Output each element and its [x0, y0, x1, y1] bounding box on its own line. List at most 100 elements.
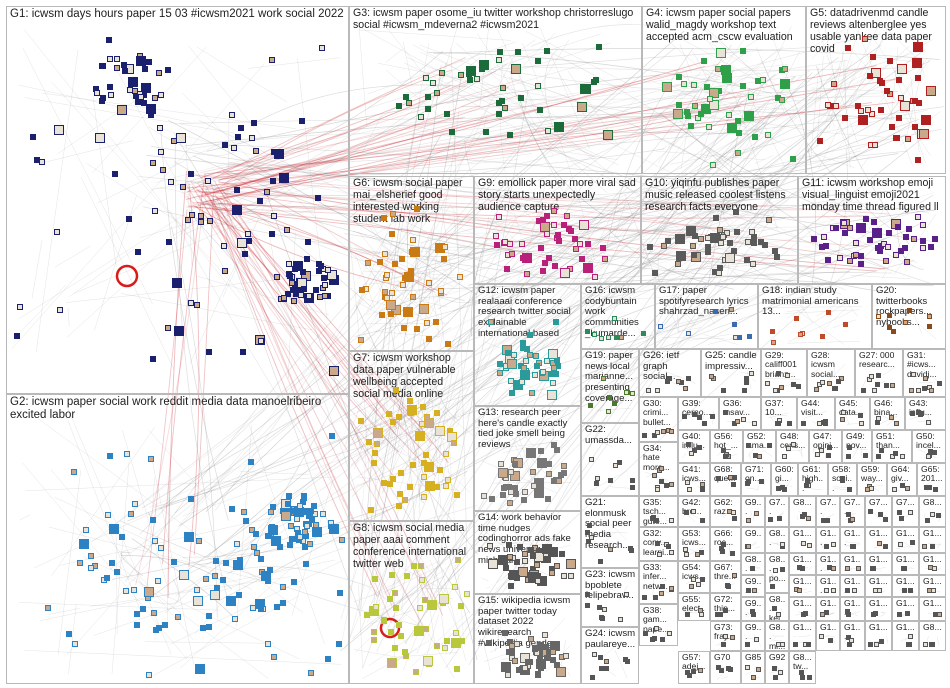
vertex-node: [765, 216, 772, 223]
vertex-node: [725, 112, 732, 119]
vertex-node: [720, 641, 726, 647]
vertex-node: [735, 117, 742, 124]
vertex-node: [898, 248, 904, 254]
vertex-node: [814, 451, 820, 457]
intra-group-edge: [476, 33, 541, 133]
vertex-node: [836, 255, 843, 262]
hub-edge: [209, 182, 393, 607]
vertex-node: [743, 375, 749, 381]
vertex-node: [93, 89, 100, 96]
vertex-node: [211, 573, 218, 580]
edge: [339, 410, 367, 651]
group-label: G60: gi...: [775, 464, 794, 484]
vertex-node: [433, 642, 440, 649]
vertex-node: [726, 508, 732, 514]
vertex-node: [857, 114, 868, 125]
vertex-node: [715, 476, 721, 482]
vertex-node: [505, 671, 511, 678]
vertex-node: [109, 559, 116, 566]
intra-group-edge: [810, 87, 899, 93]
vertex-node: [157, 148, 164, 155]
vertex-node: [844, 588, 850, 593]
edge: [119, 520, 426, 628]
vertex-node: [372, 604, 379, 610]
vertex-node: [518, 94, 524, 101]
vertex-node: [220, 242, 227, 249]
vertex-node: [589, 675, 595, 680]
edge: [348, 234, 376, 609]
edge: [447, 417, 465, 647]
vertex-node: [423, 461, 434, 472]
intra-group-edge: [674, 193, 715, 233]
intra-group-edge: [687, 198, 729, 222]
vertex-node: [165, 239, 172, 246]
vertex-node: [643, 631, 649, 637]
vertex-node: [847, 224, 854, 231]
edge: [190, 149, 517, 511]
vertex-node: [159, 166, 166, 173]
vertex-node: [595, 476, 601, 482]
vertex-node: [652, 270, 659, 277]
vertex-node: [884, 88, 891, 95]
vertex-node: [685, 442, 691, 448]
vertex-node: [66, 631, 72, 638]
group-label: G9: emollick paper more viral sad story …: [478, 177, 636, 213]
group-label: G17: paper spotifyresearch lyrics shahrz…: [659, 285, 749, 318]
vertex-node: [736, 130, 743, 137]
vertex-node: [886, 313, 892, 319]
vertex-node: [932, 235, 939, 242]
vertex-node: [271, 536, 282, 546]
vertex-node: [781, 66, 788, 73]
edge: [369, 73, 463, 585]
vertex-node: [824, 588, 830, 593]
vertex-node: [113, 569, 120, 576]
vertex-node: [150, 355, 157, 362]
intra-group-edge: [685, 229, 745, 271]
vertex-node: [726, 240, 733, 246]
vertex-node: [558, 551, 565, 558]
group-label: G1...: [869, 622, 888, 632]
intra-group-edge: [697, 20, 795, 109]
intra-group-edge: [226, 118, 230, 252]
intra-group-edge: [539, 27, 590, 149]
vertex-node: [425, 105, 431, 112]
vertex-node: [535, 82, 542, 89]
vertex-node: [237, 237, 248, 248]
vertex-node: [876, 372, 882, 378]
group-label: G52: ama...: [747, 431, 771, 451]
edge: [141, 327, 452, 509]
vertex-node: [669, 549, 674, 555]
vertex-node: [251, 120, 258, 127]
vertex-node: [432, 319, 439, 326]
vertex-node: [795, 384, 801, 390]
intra-group-edge: [910, 77, 920, 153]
vertex-node: [879, 638, 885, 644]
vertex-node: [802, 611, 808, 617]
intra-group-edge: [358, 21, 368, 127]
vertex-node: [325, 656, 332, 663]
edge: [761, 60, 890, 229]
group-box-g55: G55: elect...: [678, 593, 710, 621]
vertex-node: [842, 230, 849, 237]
vertex-node: [281, 510, 292, 521]
vertex-node: [546, 460, 552, 467]
vertex-node: [196, 537, 203, 544]
vertex-node: [296, 503, 303, 509]
vertex-node: [210, 590, 221, 600]
vertex-node: [871, 612, 877, 617]
edge: [162, 128, 718, 284]
edge: [246, 208, 407, 276]
group-label: G28: icwsm social...: [811, 350, 841, 379]
vertex-node: [151, 207, 158, 214]
vertex-node: [818, 448, 824, 453]
edge: [127, 259, 915, 522]
hub-edge: [191, 204, 407, 289]
edge: [584, 209, 936, 280]
vertex-node: [430, 79, 437, 86]
vertex-node: [553, 446, 560, 453]
hub-edge: [198, 190, 575, 243]
vertex-node: [843, 322, 849, 328]
vertex-node: [603, 129, 613, 140]
vertex-node: [649, 637, 655, 642]
